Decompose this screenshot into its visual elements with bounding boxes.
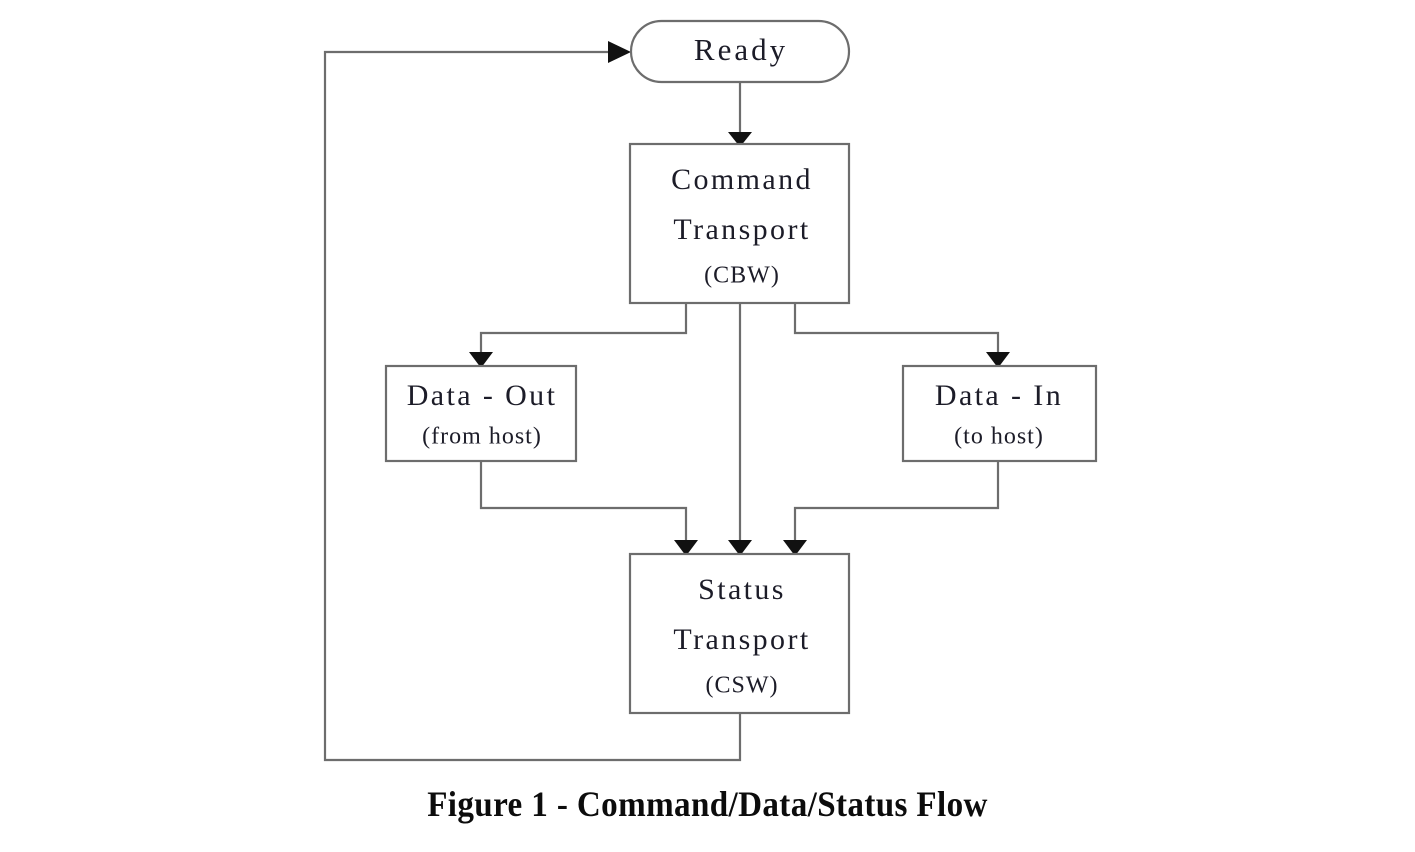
data-out-line1: Data - Out — [407, 379, 558, 412]
arrowhead-command-to-status — [728, 540, 752, 556]
command-transport-line3: (CBW) — [704, 263, 780, 289]
edge-status-to-ready — [323, 50, 742, 762]
data-in-line2: (to host) — [954, 424, 1044, 450]
node-ready[interactable]: Ready — [629, 19, 851, 84]
command-transport-shape — [628, 142, 851, 305]
arrowhead-ready-to-command — [728, 132, 752, 147]
command-transport-line2: Transport — [673, 213, 810, 246]
edge-command-to-data-in — [793, 303, 1000, 352]
status-transport-line1: Status — [698, 573, 786, 606]
edge-data-in-to-status — [793, 461, 1000, 540]
data-out-line2: (from host) — [422, 424, 542, 450]
arrowhead-status-to-ready — [608, 41, 631, 63]
ready-label: Ready — [694, 32, 788, 67]
arrowhead-command-to-data-out — [469, 352, 493, 368]
data-out-shape — [384, 364, 578, 463]
status-transport-line3: (CSW) — [706, 673, 779, 699]
status-transport-line2: Transport — [673, 623, 810, 656]
ready-shape — [629, 19, 851, 84]
node-status-transport[interactable]: Status Transport (CSW) — [628, 552, 851, 715]
figure-caption: Figure 1 - Command/Data/Status Flow — [427, 784, 988, 824]
arrowhead-command-to-data-in — [986, 352, 1010, 368]
node-data-out[interactable]: Data - Out (from host) — [384, 364, 578, 463]
node-data-in[interactable]: Data - In (to host) — [901, 364, 1098, 463]
arrowhead-data-out-to-status — [674, 540, 698, 556]
data-in-shape — [901, 364, 1098, 463]
data-in-line1: Data - In — [935, 379, 1063, 412]
command-transport-line1: Command — [671, 163, 813, 196]
edge-data-out-to-status — [479, 461, 688, 540]
status-transport-shape — [628, 552, 851, 715]
arrowhead-data-in-to-status — [783, 540, 807, 556]
edge-command-to-data-out — [479, 303, 688, 352]
node-command-transport[interactable]: Command Transport (CBW) — [628, 142, 851, 305]
